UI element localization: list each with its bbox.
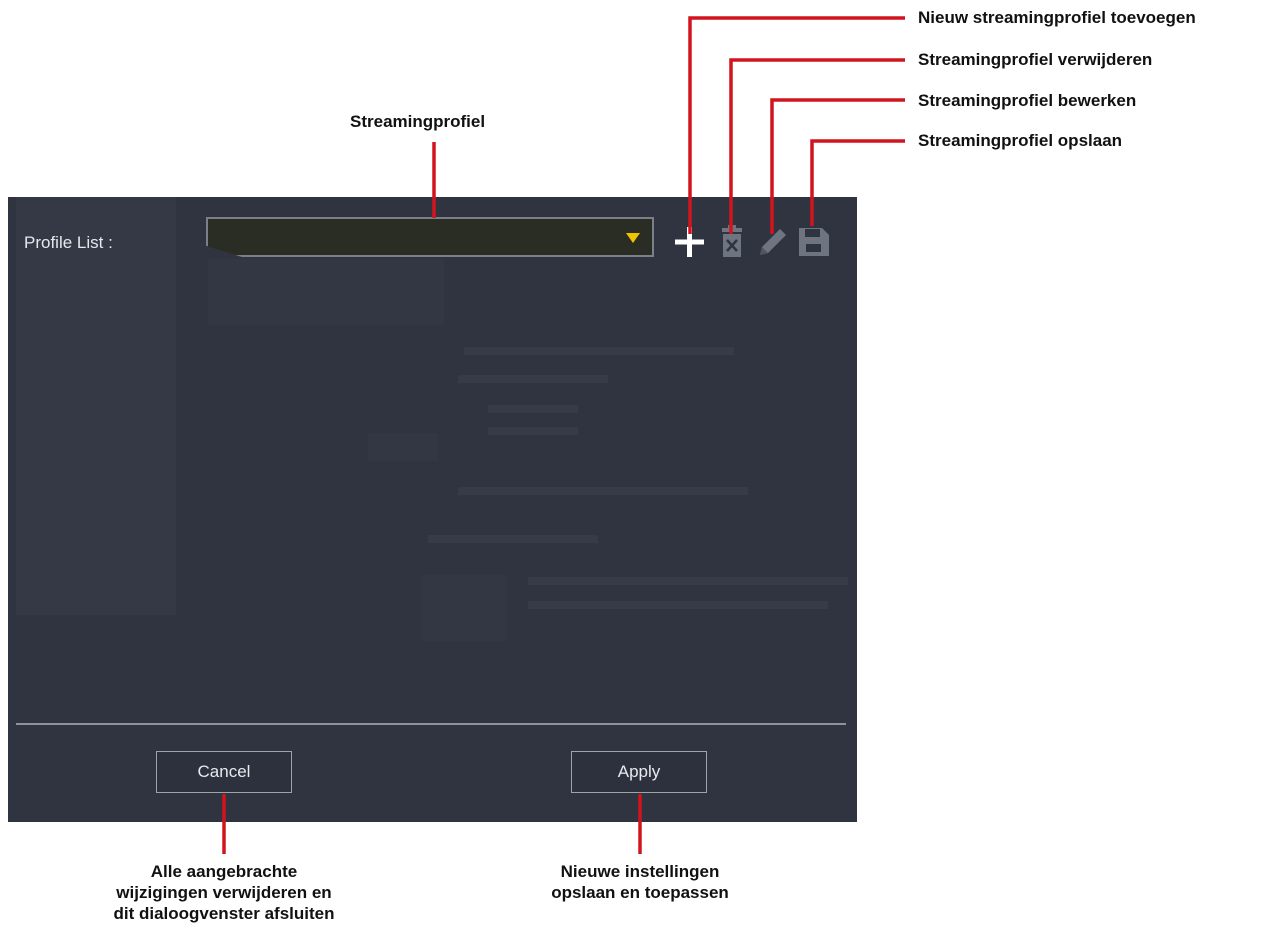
- background-text: [458, 487, 748, 495]
- background-text: [488, 405, 578, 413]
- callout-profile: Streamingprofiel: [350, 112, 486, 131]
- background-thumbnail: [422, 575, 506, 641]
- callout-save-profile: Streamingprofiel opslaan: [918, 131, 1123, 150]
- callout-delete-profile: Streamingprofiel verwijderen: [918, 50, 1153, 69]
- callout-add-profile: Nieuw streamingprofiel toevoegen: [918, 8, 1196, 27]
- pencil-icon: [760, 229, 786, 255]
- background-text: [488, 427, 578, 435]
- streaming-profile-dialog: Profile List : Cancel Apply: [8, 197, 857, 822]
- callout-edit-profile: Streamingprofiel bewerken: [918, 91, 1137, 110]
- background-panel: [208, 259, 444, 325]
- floppy-disk-icon: [799, 228, 829, 256]
- callout-apply: Nieuwe instellingen opslaan en toepassen: [520, 861, 760, 903]
- background-text: [528, 601, 828, 609]
- add-profile-button[interactable]: [672, 225, 708, 259]
- callout-cancel: Alle aangebrachte wijzigingen verwijdere…: [74, 861, 374, 924]
- callout-cancel-line: dit dialoogvenster afsluiten: [113, 904, 335, 923]
- save-profile-button[interactable]: [796, 225, 832, 259]
- background-checkbox: [52, 563, 74, 585]
- callout-apply-line: Nieuwe instellingen: [560, 862, 720, 881]
- background-block: [368, 433, 438, 461]
- profile-list-label: Profile List :: [24, 233, 113, 252]
- background-text: [458, 375, 608, 383]
- callout-apply-line: opslaan en toepassen: [551, 883, 729, 902]
- cancel-button[interactable]: Cancel: [156, 751, 292, 793]
- callout-cancel-line: Alle aangebrachte: [150, 862, 298, 881]
- profile-list-dropdown[interactable]: [206, 217, 654, 257]
- triangle-down-icon: [626, 233, 640, 243]
- edit-profile-button[interactable]: [754, 225, 790, 259]
- background-left-panel: [16, 197, 176, 615]
- callout-cancel-line: wijzigingen verwijderen en: [116, 883, 332, 902]
- background-text: [528, 577, 848, 585]
- plus-icon: [675, 227, 704, 257]
- dialog-divider: [16, 723, 846, 725]
- apply-button[interactable]: Apply: [571, 751, 707, 793]
- background-text: [428, 535, 598, 543]
- background-text: [464, 347, 734, 355]
